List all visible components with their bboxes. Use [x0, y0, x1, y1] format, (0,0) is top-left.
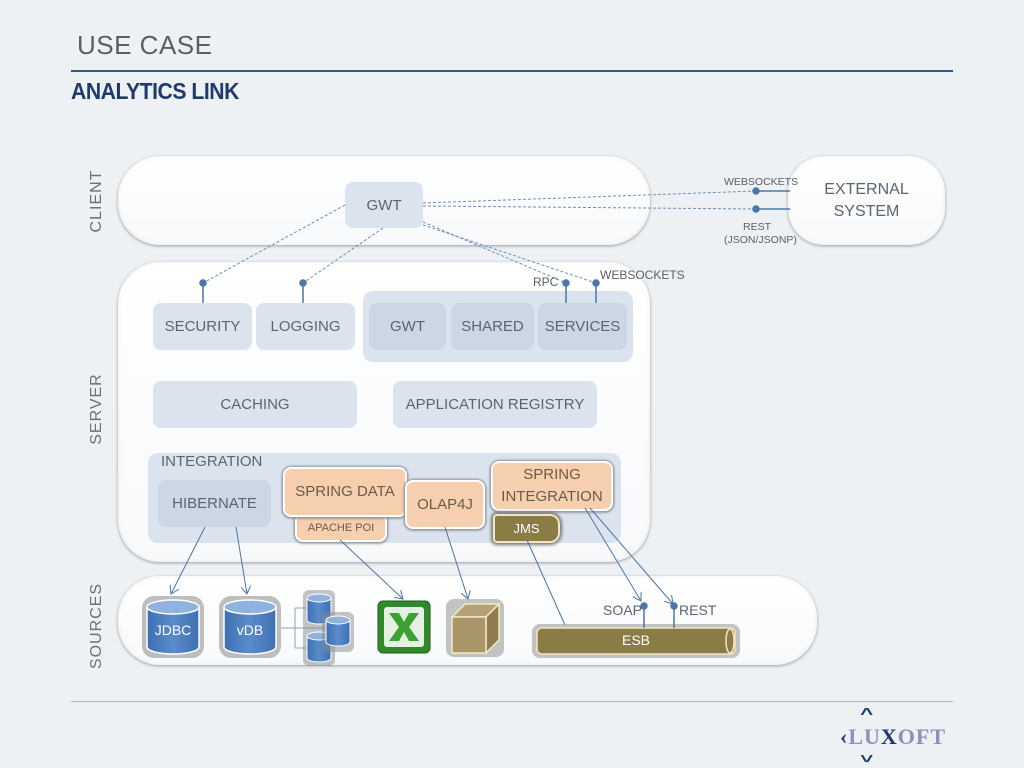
gwt-to-logging [302, 227, 384, 284]
client-gwt-box[interactable]: GWT [345, 182, 423, 228]
excel-icon [377, 600, 431, 654]
database-cluster-icon [281, 590, 354, 666]
logo-left-chevron-icon: ‹ [840, 724, 849, 749]
jms-pipe[interactable]: JMS [493, 514, 560, 543]
header-divider [71, 70, 953, 72]
external-system-box[interactable]: EXTERNAL SYSTEM [788, 156, 945, 245]
rest-port-dot [752, 205, 760, 213]
gwt-to-external-rest [422, 205, 757, 210]
spring-integration-box[interactable]: SPRING INTEGRATION [491, 461, 613, 511]
esb-rest-label: REST [679, 602, 717, 618]
logging-box[interactable]: LOGGING [256, 303, 355, 350]
poi-to-excel-arrow [339, 539, 403, 599]
websockets-label: WEBSOCKETS [724, 176, 799, 188]
spring-int-to-soap-arrow [584, 507, 641, 601]
olap4j-box[interactable]: OLAP4J [405, 480, 485, 529]
rest-label: REST [743, 221, 772, 233]
vdb-database-icon [219, 596, 281, 658]
olap4j-to-cube-arrow [444, 526, 468, 599]
logo-up-chevron-icon: ^ [860, 706, 874, 723]
rpc-port-dot [562, 279, 570, 287]
logo-text-prefix: LU [848, 724, 881, 749]
slide-subtitle: ANALYTICS LINK [71, 78, 239, 104]
integration-label: INTEGRATION [161, 453, 263, 470]
hibernate-box[interactable]: HIBERNATE [158, 480, 271, 527]
jdbc-label: JDBC [154, 622, 192, 638]
esb-label: ESB [621, 632, 650, 648]
jms-to-esb-line [526, 539, 566, 626]
security-box[interactable]: SECURITY [153, 303, 252, 350]
olap-cube-icon [446, 599, 504, 657]
gwt-to-services-websockets [422, 224, 597, 284]
gwt-to-services-rpc [422, 221, 567, 284]
gwt-to-security [202, 204, 346, 284]
spring-int-to-rest-arrow [589, 507, 673, 604]
soap-port-dot [640, 602, 648, 610]
hibernate-to-vdb-arrow [235, 526, 247, 594]
vdb-label: vDB [236, 622, 264, 638]
slide-heading: USE CASE [77, 30, 213, 60]
gwt-to-external-websockets [422, 190, 757, 204]
ws-port-dot [592, 279, 600, 287]
rpc-label: RPC [533, 275, 559, 289]
logo-down-chevron-icon: ^ [860, 747, 874, 764]
caching-box[interactable]: CACHING [153, 381, 357, 428]
rest-esb-port-dot [670, 602, 678, 610]
footer-divider [71, 701, 953, 702]
luxoft-logo: ^ ‹LUXOFT ^ [840, 706, 955, 768]
jdbc-database-icon [142, 596, 204, 658]
rest-sub-label: (JSON/JSONP) [724, 234, 797, 246]
application-registry-box[interactable]: APPLICATION REGISTRY [393, 381, 597, 428]
server-websockets-label: WEBSOCKETS [600, 268, 685, 282]
websockets-port-dot [752, 187, 760, 195]
server-gwt-box[interactable]: GWT [369, 303, 446, 350]
hibernate-to-jdbc-arrow [171, 526, 206, 594]
shared-box[interactable]: SHARED [451, 303, 534, 350]
logo-text-x: X [880, 724, 898, 749]
spring-data-box[interactable]: SPRING DATA [283, 467, 407, 517]
services-box[interactable]: SERVICES [538, 303, 627, 350]
soap-label: SOAP [603, 602, 642, 618]
esb-pipe-icon [532, 624, 740, 658]
logo-text-suffix: OFT [897, 724, 947, 749]
